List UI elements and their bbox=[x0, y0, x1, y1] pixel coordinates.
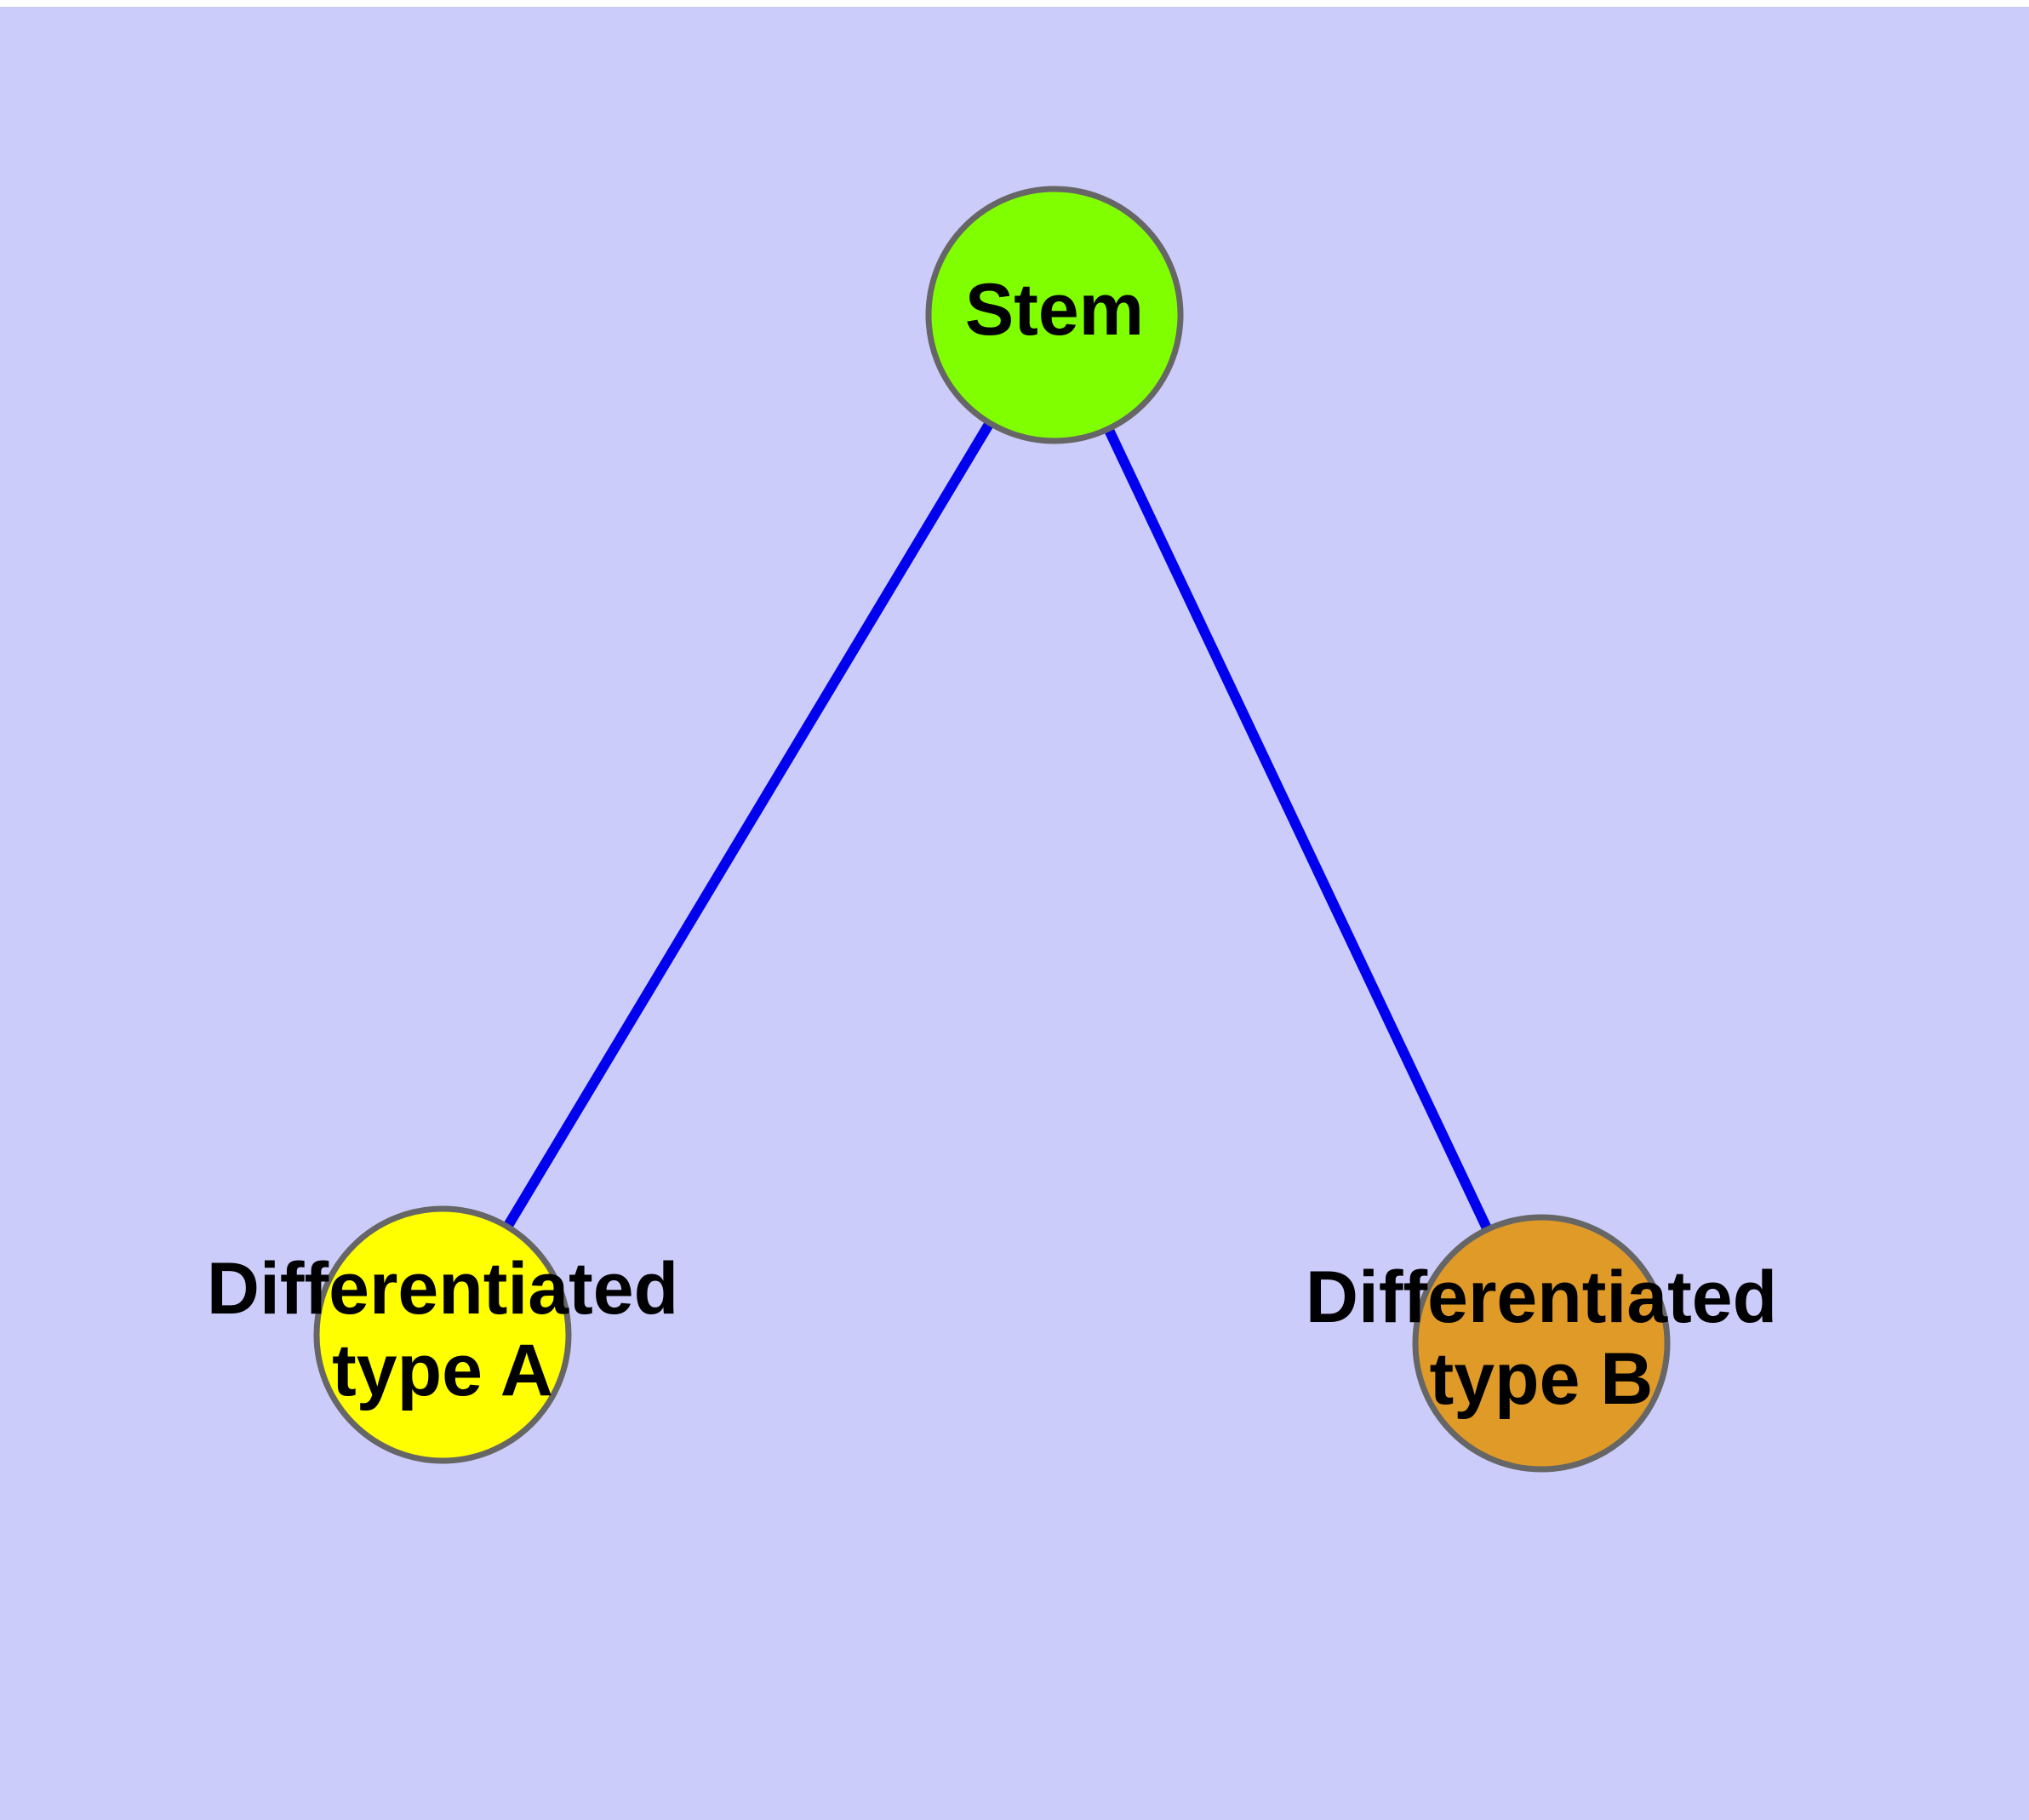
graph-node-stem[interactable] bbox=[925, 186, 1184, 444]
graph-node-label-stem: Stem bbox=[965, 269, 1144, 351]
edges-layer bbox=[437, 312, 1546, 1346]
label-line: Differentiated bbox=[1306, 1256, 1777, 1338]
graph-node-diff_a[interactable] bbox=[313, 1205, 572, 1464]
label-line: type B bbox=[1430, 1338, 1654, 1420]
graph-edge[interactable] bbox=[437, 312, 1060, 1338]
graph-node-diff_b[interactable] bbox=[1412, 1214, 1671, 1473]
graph-edge[interactable] bbox=[1049, 312, 1546, 1346]
label-line: Differentiated bbox=[207, 1248, 678, 1330]
label-line: type A bbox=[332, 1330, 553, 1411]
label-line: Stem bbox=[965, 269, 1144, 351]
